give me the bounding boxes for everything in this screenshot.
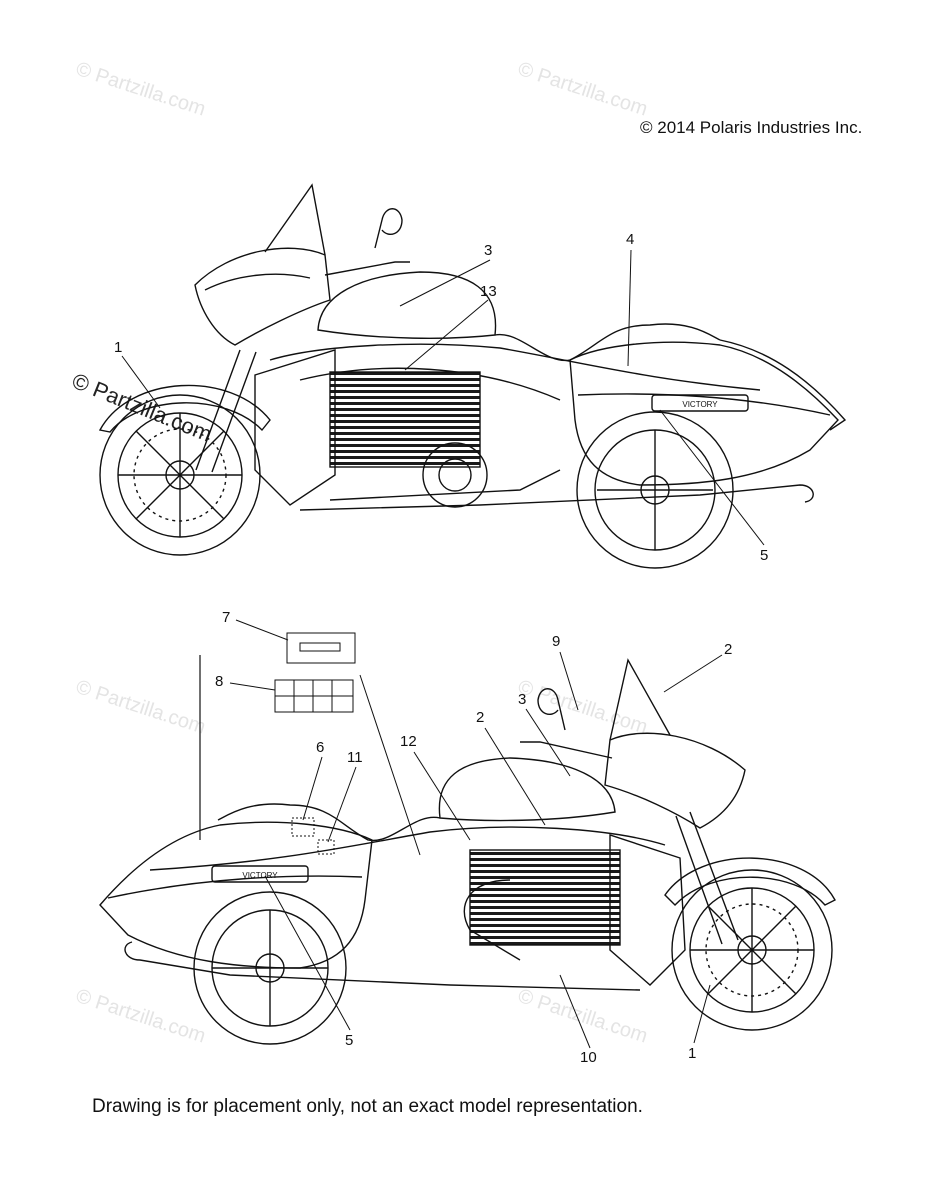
main-body-line <box>269 343 761 391</box>
callout-5-top: 5 <box>760 547 768 564</box>
exhaust-pipe-right <box>124 941 641 991</box>
lower-fairing-right <box>609 834 686 986</box>
tank-badge-left: VICTORY <box>682 400 718 409</box>
windscreen-right <box>609 658 671 741</box>
lower-fairing <box>254 349 336 506</box>
engine-cylinders-right <box>469 849 621 946</box>
callout-8: 8 <box>215 673 223 690</box>
engine-cover <box>422 442 488 508</box>
saddlebag-badge <box>651 394 749 412</box>
mirror <box>374 208 403 249</box>
tank-badge-right: VICTORY <box>242 871 278 880</box>
fuel-tank-right <box>438 757 616 822</box>
callout-1-bottom: 1 <box>688 1045 696 1062</box>
copyright-text: © 2014 Polaris Industries Inc. <box>640 118 863 137</box>
windscreen <box>264 183 326 256</box>
front-wheel-right <box>671 869 833 1031</box>
front-fender-right <box>664 857 836 907</box>
front-fork <box>195 349 257 473</box>
frame-rail <box>329 469 561 501</box>
callout-1-top: 1 <box>114 339 122 356</box>
front-fender <box>98 384 271 433</box>
motorcycle-right-side-view <box>99 655 836 1045</box>
callout-5-bottom: 5 <box>345 1032 353 1049</box>
callout-3-tank: 3 <box>518 691 526 708</box>
handlebar <box>324 261 410 276</box>
exhaust-header <box>463 879 521 961</box>
callout-3-top: 3 <box>484 242 492 259</box>
exhaust-pipe <box>299 484 814 511</box>
callout-10: 10 <box>580 1049 597 1066</box>
callout-2-engine: 2 <box>476 709 484 726</box>
top-view-callouts: 1 3 13 4 5 <box>114 231 768 564</box>
placement-disclaimer: Drawing is for placement only, not an ex… <box>92 1096 643 1117</box>
decal-6-placement <box>291 817 315 837</box>
front-fairing-right <box>604 732 746 829</box>
decal-8-illustration <box>274 679 354 713</box>
rear-fender <box>719 339 847 431</box>
saddlebag <box>569 341 839 486</box>
callout-6: 6 <box>316 739 324 756</box>
handlebar-right <box>520 741 613 759</box>
motorcycle-left-side-view <box>98 183 847 569</box>
decal-11-placement <box>317 839 335 855</box>
callout-7: 7 <box>222 609 230 626</box>
bottom-view-callouts: 7 8 6 11 12 2 3 9 2 5 10 1 <box>215 609 732 1066</box>
seat <box>494 323 721 362</box>
main-body-line-right <box>149 826 666 871</box>
saddlebag-right <box>99 821 373 969</box>
mirror-right <box>537 688 566 731</box>
front-fairing <box>194 247 331 346</box>
decal-7-illustration <box>286 632 356 664</box>
rear-wheel <box>576 411 734 569</box>
fuel-tank <box>317 271 497 339</box>
callout-2-windscreen: 2 <box>724 641 732 658</box>
saddlebag-badge-right <box>211 865 309 883</box>
engine-cylinders <box>329 371 481 468</box>
callout-11: 11 <box>347 749 363 766</box>
callout-12: 12 <box>400 733 417 750</box>
callout-13-top: 13 <box>480 283 497 300</box>
callout-9: 9 <box>552 633 560 650</box>
callout-4-top: 4 <box>626 231 634 248</box>
